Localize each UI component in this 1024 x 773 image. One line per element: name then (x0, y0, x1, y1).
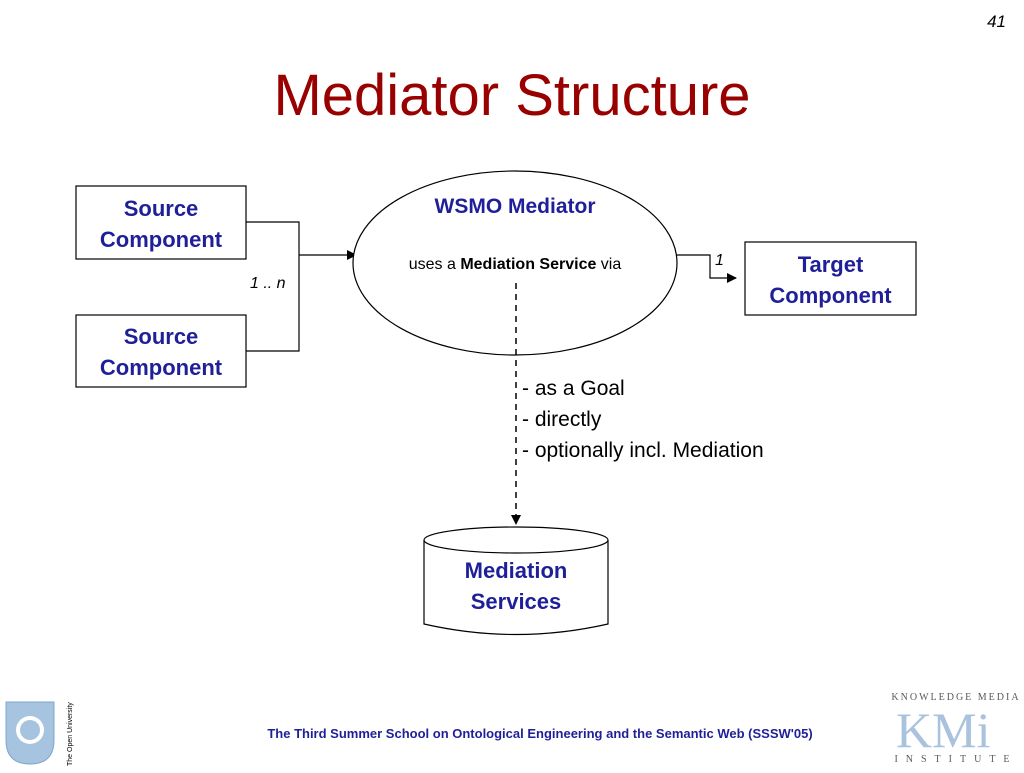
svg-text:The Open University: The Open University (67, 702, 74, 766)
source-connector-2 (246, 255, 300, 352)
mediator-subtitle: uses a Mediation Service via (408, 256, 622, 273)
target-connector (676, 254, 737, 283)
target-component-label: Target Component (769, 252, 892, 308)
source-component-label-1: Source Component (99, 196, 223, 252)
wsmo-mediator-ellipse (352, 170, 678, 356)
kmi-logo: KNOWLEDGE MEDIA KMi INSTITUTE (891, 692, 1021, 765)
target-multiplicity: 1 (715, 252, 724, 269)
option-goal: - as a Goal (522, 377, 625, 400)
source-multiplicity: 1 .. n (250, 275, 286, 292)
footer-text: The Third Summer School on Ontological E… (267, 726, 813, 741)
slide-number: 41 (987, 12, 1006, 31)
source-component-box-1 (75, 185, 247, 260)
mediation-services-label: Mediation Services (464, 558, 568, 614)
mediation-services-cylinder (423, 526, 609, 636)
option-mediation: - optionally incl. Mediation (522, 439, 764, 462)
source-component-label-2: Source Component (99, 324, 223, 380)
target-component-box (744, 241, 917, 316)
option-directly: - directly (522, 408, 602, 431)
open-university-logo: The Open University (2, 700, 82, 768)
mediation-options-list: - as a Goal - directly - optionally incl… (522, 373, 764, 466)
source-connector-1 (246, 221, 300, 255)
slide-title: Mediator Structure (273, 63, 751, 128)
mediator-title: WSMO Mediator (434, 195, 596, 218)
